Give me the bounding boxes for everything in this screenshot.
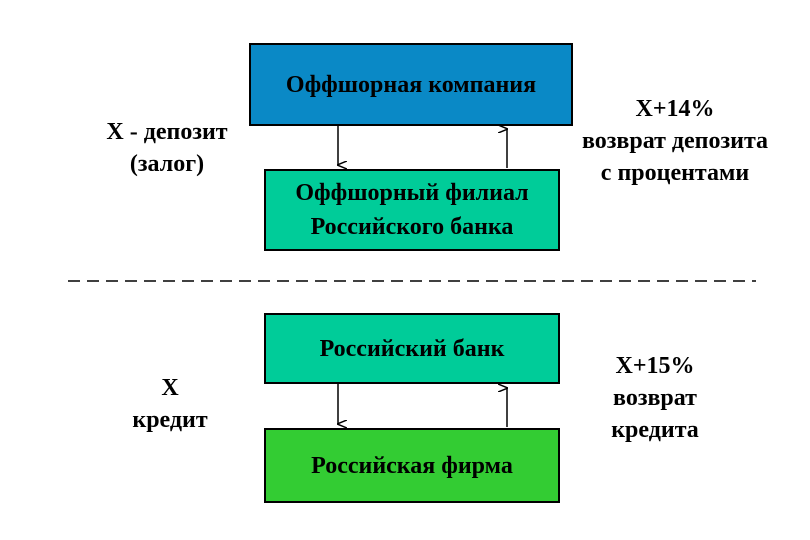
russian-bank-label: Российский банк [319,335,505,362]
deposit-label-line-2: (залог) [129,151,205,177]
deposit-label: X - депозит (залог) [72,116,262,180]
credit-return-line-2: возврат [613,385,697,411]
russian-firm-label: Российская фирма [311,452,513,479]
offshore-company-box: Оффшорная компания [249,43,573,126]
deposit-return-line-3: с процентами [600,160,750,186]
credit-label: X кредит [100,372,240,436]
deposit-label-line-1: X - депозит [106,119,228,145]
credit-label-line-1: X [161,375,179,401]
russian-bank-box: Российский банк [264,313,560,384]
deposit-return-label: X+14% возврат депозита с процентами [560,93,790,189]
deposit-return-line-1: X+14% [635,96,715,122]
russian-firm-box: Российская фирма [264,428,560,503]
credit-return-line-1: X+15% [615,353,695,379]
credit-return-line-3: кредита [611,417,699,443]
deposit-return-line-2: возврат депозита [581,128,769,154]
credit-label-line-2: кредит [132,407,208,433]
offshore-branch-text: Оффшорный филиал Российского банка [295,176,528,244]
offshore-branch-box: Оффшорный филиал Российского банка [264,169,560,251]
offshore-branch-line-2: Российского банка [310,214,514,240]
offshore-branch-line-1: Оффшорный филиал [295,180,529,206]
offshore-company-label: Оффшорная компания [285,71,537,98]
credit-return-label: X+15% возврат кредита [585,350,725,446]
